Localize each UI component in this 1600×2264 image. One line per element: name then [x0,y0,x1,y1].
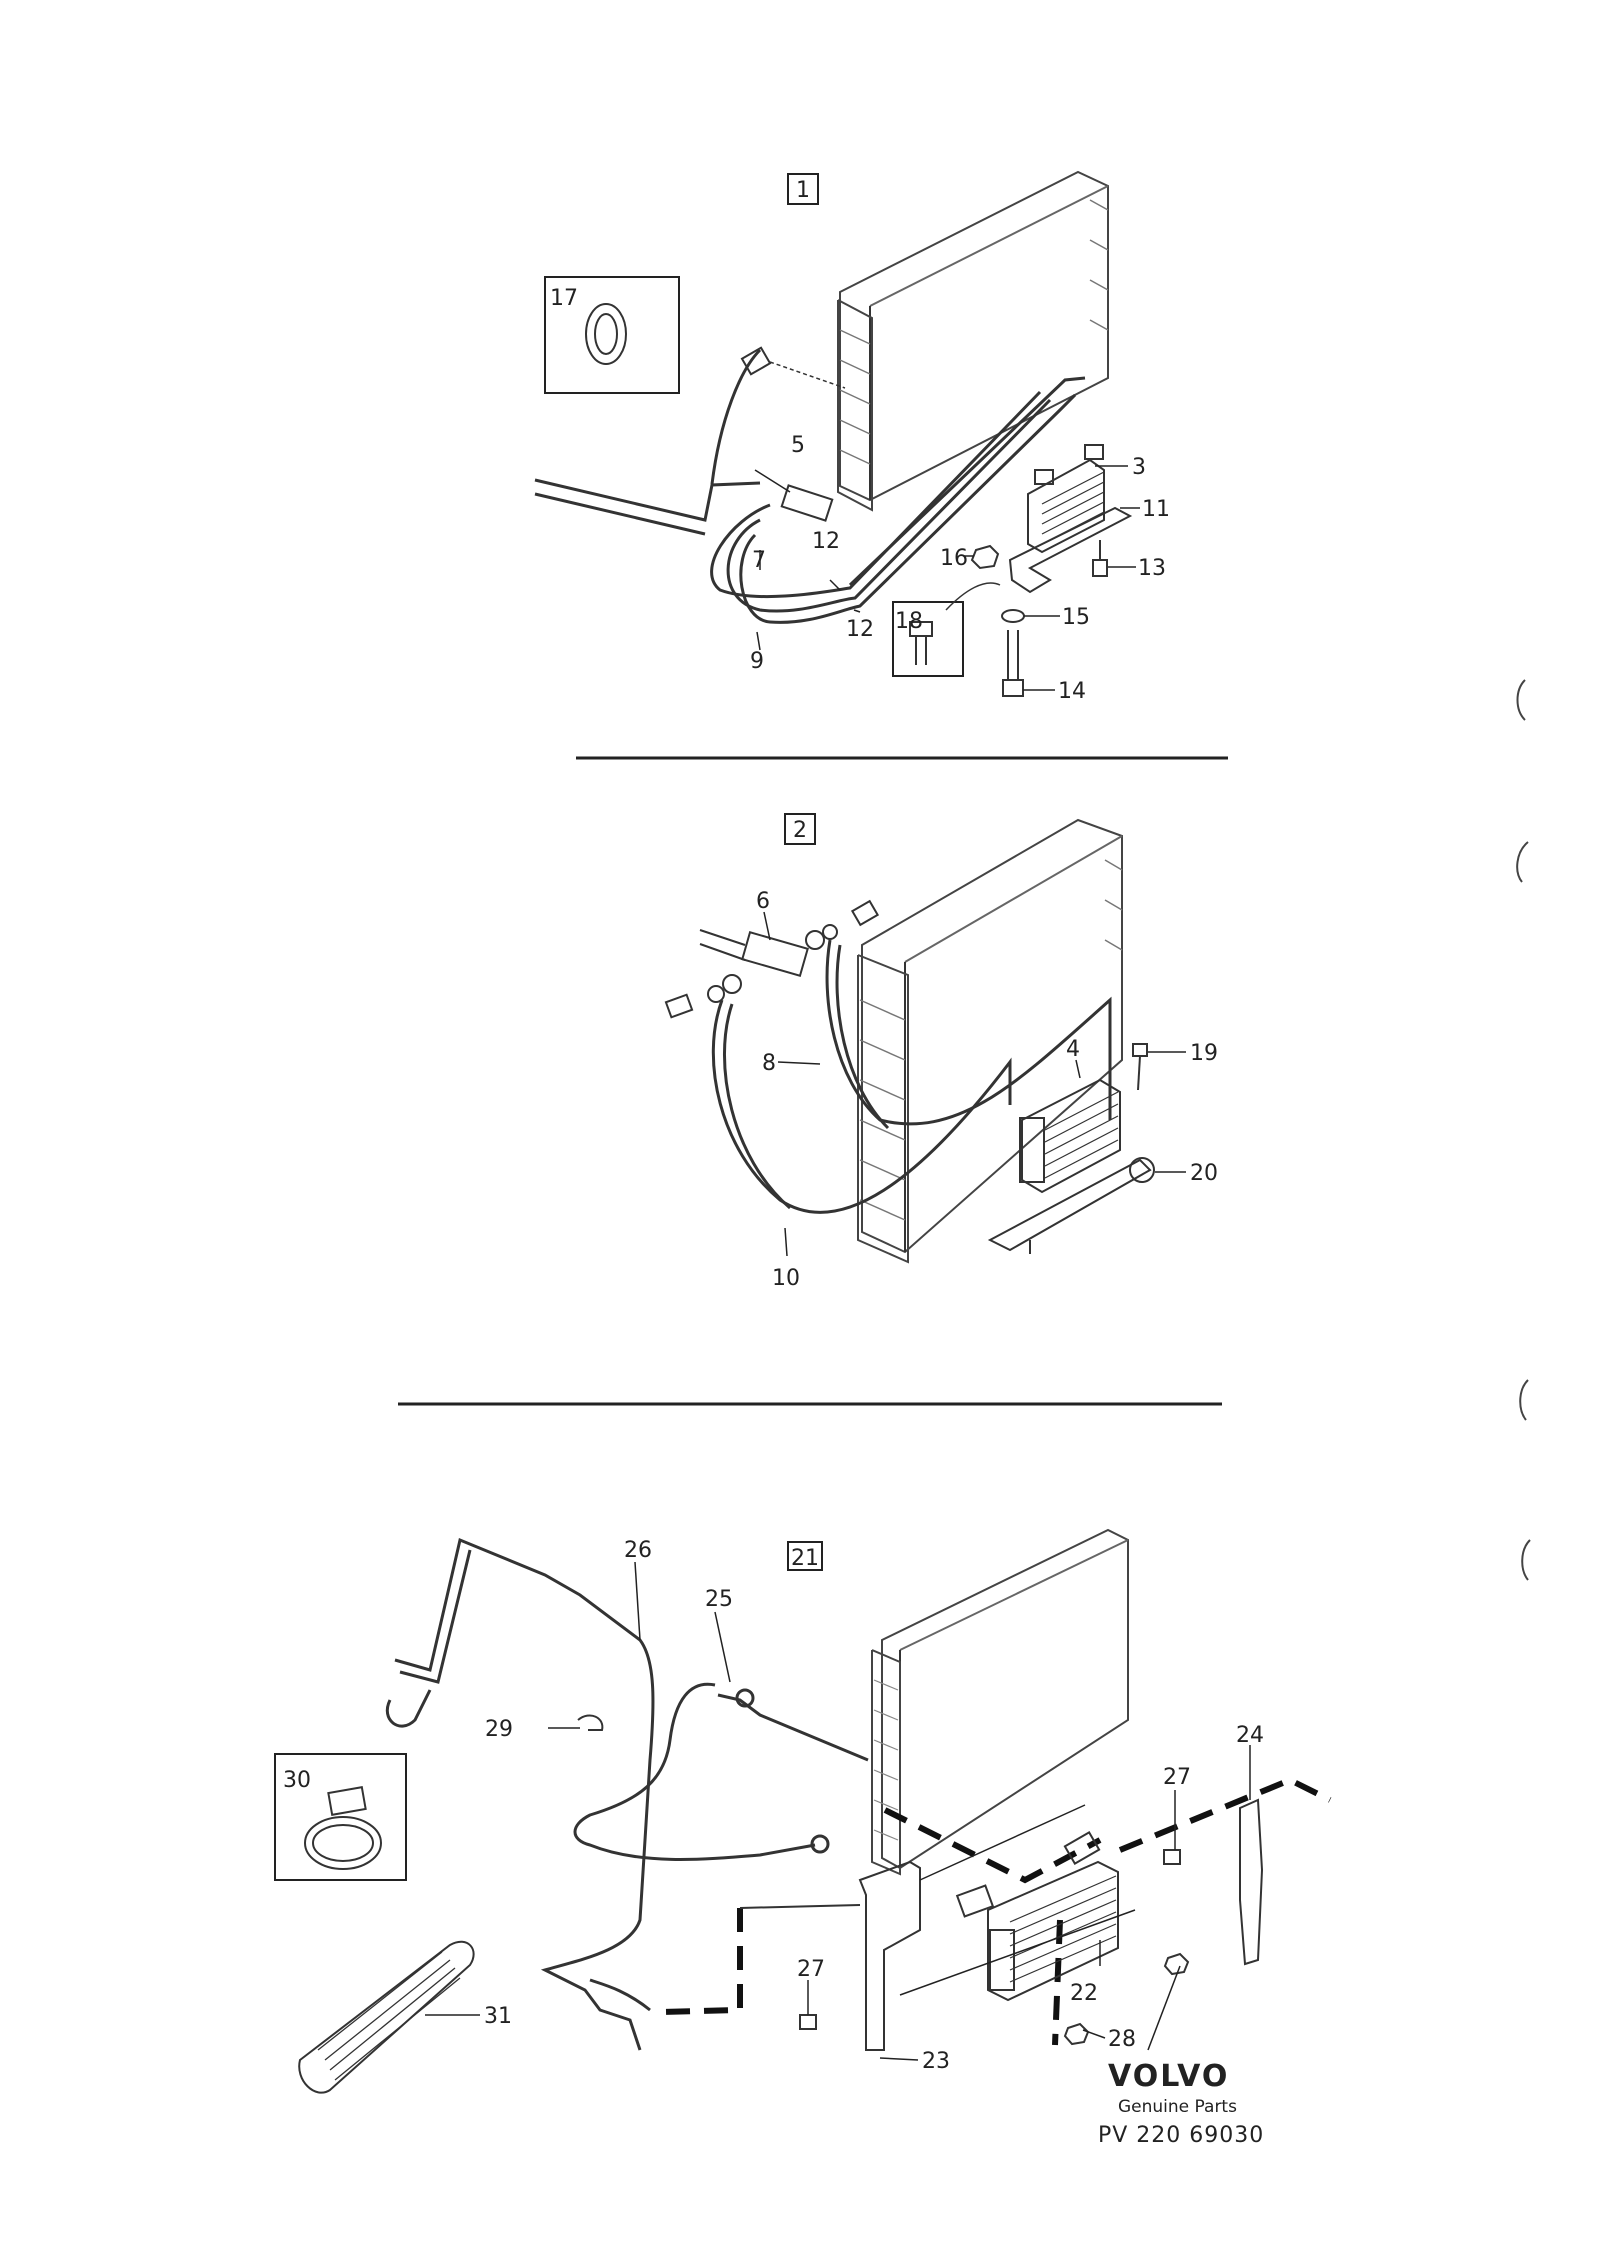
nut-28b [1063,2022,1090,2046]
margin-marks [1516,679,1531,1581]
callout-13: 13 [1138,556,1166,581]
pipe-25 [573,1682,869,1861]
callout-18: 18 [895,609,923,634]
callout-14: 14 [1058,679,1086,704]
callout-26: 26 [624,1538,652,1563]
washer-15 [1001,609,1025,623]
callout-30: 30 [283,1768,311,1793]
document-code: PV 220 69030 [1098,2123,1264,2148]
figure-2-label: 2 [793,818,807,843]
bolt-13 [1092,540,1108,577]
bolt-18-icon [909,621,933,665]
figure-1 [534,170,1140,697]
callout-12b: 12 [846,617,874,642]
cooler-hoses-2 [711,939,1112,1214]
brand-tagline: Genuine Parts [1118,2097,1237,2117]
figure-21 [274,1528,1332,2094]
figure-2 [664,813,1186,1264]
figure-2-label-box [784,813,816,845]
grommet-17-icon [585,303,627,365]
bolt-27a [1163,1849,1181,1865]
figure-21-label: 21 [791,1546,819,1571]
callout-11: 11 [1142,497,1170,522]
callout-9: 9 [750,649,764,674]
brand-block: VOLVO Genuine Parts PV 220 69030 [1098,2059,1264,2148]
inset-box-30 [274,1753,407,1881]
figure-1-label-box [787,173,819,205]
oil-cooler-4 [987,1078,1152,1254]
callout-5: 5 [791,433,805,458]
nut-16 [970,544,1000,570]
union-5 [780,484,834,522]
inset-box-17 [544,276,680,394]
figure-1-label: 1 [796,178,810,203]
callout-27b: 27 [797,1957,825,1982]
callout-29: 29 [485,1717,513,1742]
figure-21-label-box [787,1541,823,1571]
callout-3: 3 [1132,455,1146,480]
callout-19: 19 [1190,1041,1218,1066]
radiator-1 [837,170,1109,512]
spacer-20 [1129,1157,1155,1183]
elbow-fitting-1 [740,346,846,389]
radiator-2 [857,818,1123,1264]
callout-28: 28 [1108,2027,1136,2052]
callout-20: 20 [1190,1161,1218,1186]
grille-31 [298,1940,475,2094]
callout-10: 10 [772,1266,800,1291]
pipe-26 [385,1537,655,2051]
hose-clamp-30-icon [304,1786,382,1870]
callout-27a: 27 [1163,1765,1191,1790]
bolt-27b [799,2014,817,2030]
clip-29 [577,1714,604,1731]
callout-22: 22 [1070,1981,1098,2006]
volvo-logo: VOLVO [1108,2059,1229,2094]
callout-31: 31 [484,2004,512,2029]
valve-6 [664,899,880,1019]
callout-4: 4 [1066,1037,1080,1062]
callout-15: 15 [1062,605,1090,630]
callout-17: 17 [550,286,578,311]
bolt-14 [1002,630,1024,697]
bracket-11 [1008,506,1133,594]
screw-19 [1132,1043,1148,1091]
callout-24: 24 [1236,1723,1264,1748]
callout-25: 25 [705,1587,733,1612]
inset-box-18 [892,601,964,677]
callout-7: 7 [752,548,766,573]
dashed-cooler-lines [659,1776,1332,2046]
cooler-pipes-1 [534,348,1086,624]
radiator-21 [871,1528,1129,1876]
oil-cooler-22 [955,1830,1119,2002]
callout-23: 23 [922,2049,950,2074]
callout-6: 6 [756,889,770,914]
callout-8: 8 [762,1051,776,1076]
bracket-23 [858,1860,921,2051]
callout-16: 16 [940,546,968,571]
nut-28a [1163,1952,1190,1976]
callout-12a: 12 [812,529,840,554]
bracket-24 [1239,1798,1264,1966]
